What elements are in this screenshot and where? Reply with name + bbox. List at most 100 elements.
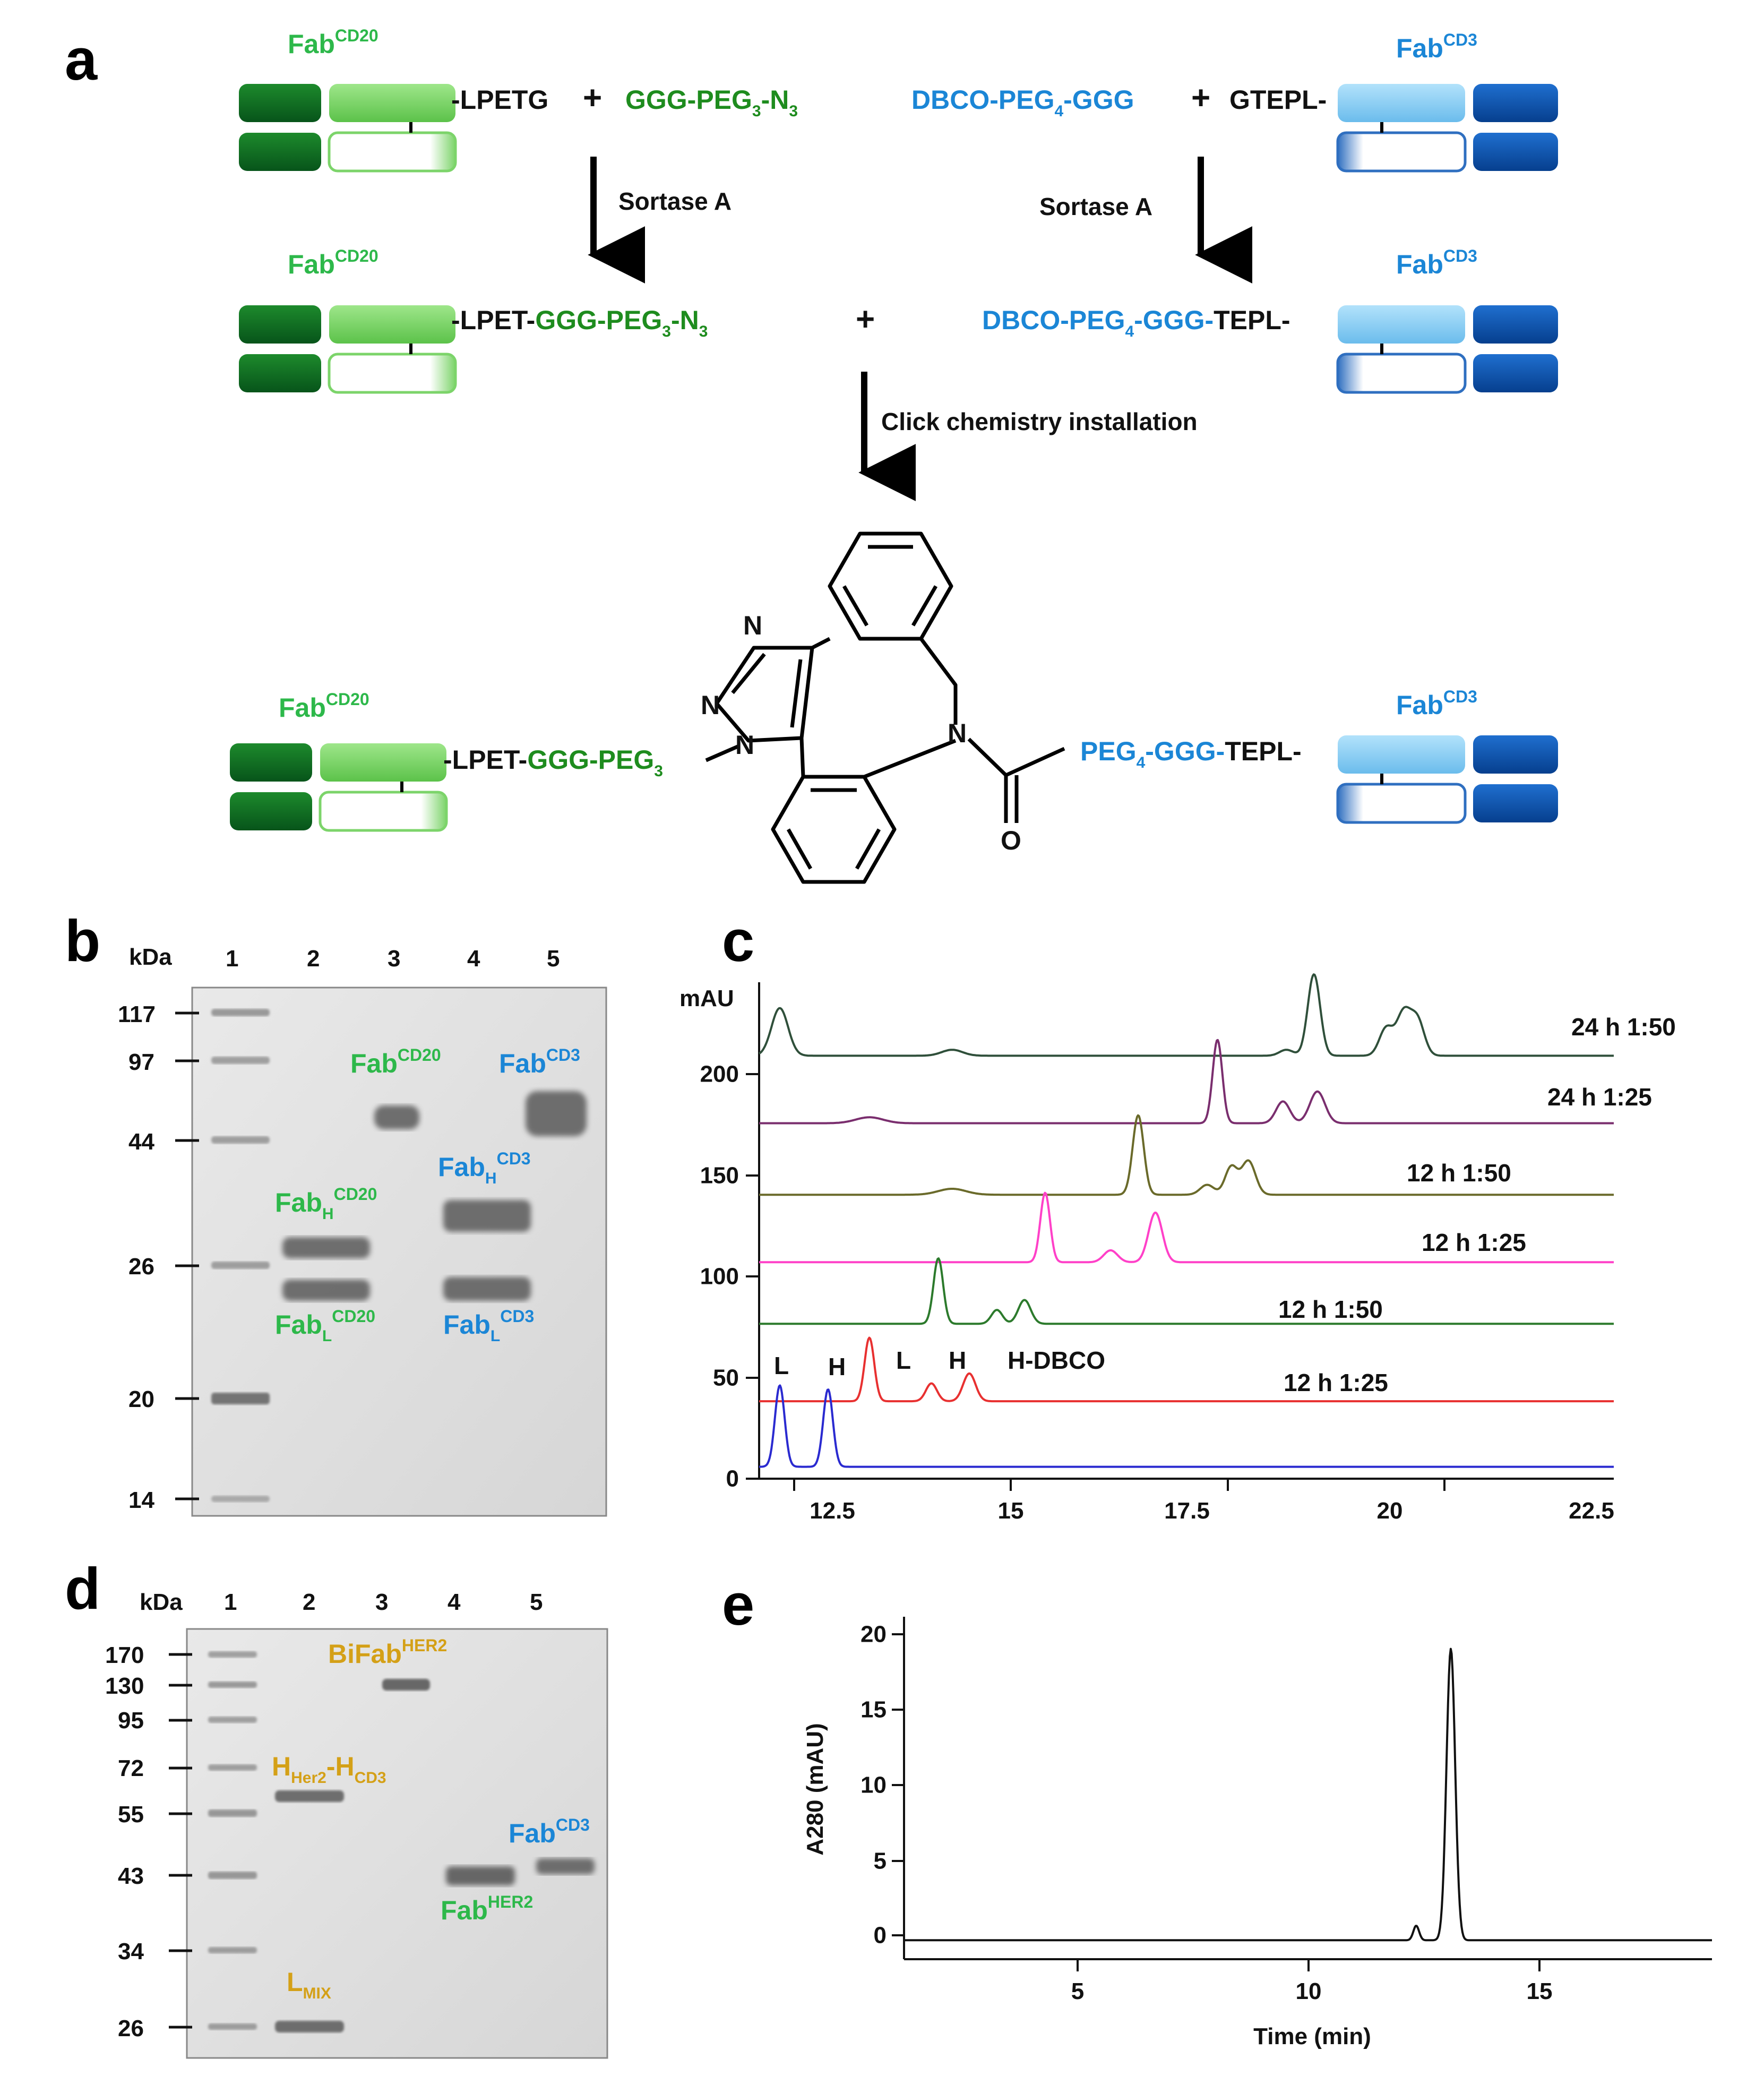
gel-d-marker-170: 170 bbox=[105, 1642, 144, 1668]
chart-e-ytick-10: 10 bbox=[861, 1772, 887, 1798]
gel-b-bands bbox=[211, 1009, 587, 1502]
gel-d-marker-55: 55 bbox=[118, 1802, 144, 1828]
chromatogram-trace-2 bbox=[759, 1039, 1614, 1125]
chart-c-peak-label-hdbco: H-DBCO bbox=[1008, 1346, 1105, 1374]
gel-b-lane-1: 1 bbox=[226, 946, 238, 972]
top-benzene-ring bbox=[828, 531, 953, 641]
fab-cd3-title-1: FabCD3 bbox=[1396, 30, 1477, 63]
gel-b-markers: 117 97 44 26 20 14 bbox=[118, 1001, 156, 1513]
plus-3: + bbox=[856, 301, 875, 338]
dbco-peg4-ggg-label: DBCO-PEG4-GGG bbox=[911, 85, 1134, 120]
lpetg-label: -LPETG bbox=[451, 85, 548, 115]
atom-n-2: N bbox=[701, 690, 720, 720]
gel-b-marker-14: 14 bbox=[128, 1487, 154, 1513]
gel-b-label-fabh-cd3: FabHCD3 bbox=[438, 1149, 531, 1187]
atom-n-4: N bbox=[948, 718, 967, 748]
chart-c-peak-labels: L H L H H-DBCO bbox=[774, 1346, 1105, 1380]
gel-b-label-fab-cd20: FabCD20 bbox=[350, 1045, 441, 1078]
gel-b-marker-97: 97 bbox=[128, 1049, 154, 1075]
atom-o: O bbox=[1001, 826, 1021, 855]
chart-c-xtick-17.5: 17.5 bbox=[1164, 1498, 1210, 1524]
chart-e-ytick-15: 15 bbox=[861, 1697, 887, 1723]
ggg-peg3-n3-label: GGG-PEG3-N3 bbox=[625, 85, 798, 120]
gel-b-image bbox=[191, 987, 607, 1517]
gel-b-marker-117: 117 bbox=[118, 1001, 156, 1027]
gel-d-lane-3: 3 bbox=[375, 1589, 388, 1615]
chart-e-xtick-10: 10 bbox=[1296, 1978, 1322, 2004]
gel-b-marker-26: 26 bbox=[128, 1254, 154, 1280]
lpet-ggg-peg3-n3-label: -LPET-GGG-PEG3-N3 bbox=[451, 305, 708, 340]
gel-b-lane-2: 2 bbox=[307, 946, 320, 972]
gel-b-label-fabh-cd20: FabHCD20 bbox=[275, 1185, 377, 1223]
fab-cd3-glyph-3 bbox=[1338, 735, 1558, 822]
triazole-ring bbox=[715, 646, 814, 743]
gel-d-unit: kDa bbox=[140, 1589, 183, 1615]
gel-d-marker-72: 72 bbox=[118, 1755, 144, 1781]
chromatogram-trace-3 bbox=[759, 1114, 1614, 1196]
chart-c-traces bbox=[758, 973, 1614, 1468]
gel-b-label-fabl-cd20: FabLCD20 bbox=[275, 1307, 375, 1345]
gel-d-label-bifab-her2: BiFabHER2 bbox=[328, 1636, 447, 1669]
chart-e-yticks: 0 5 10 15 20 bbox=[861, 1622, 887, 1949]
fab-cd3-glyph-2 bbox=[1338, 305, 1558, 392]
panel-label-a: a bbox=[65, 27, 98, 92]
scheme: FabCD20 -LPETG + GGG-PEG3-N3 DBCO-PEG4-G… bbox=[230, 26, 1558, 884]
chromatogram-trace-4 bbox=[759, 1191, 1614, 1264]
sortase-label-left: Sortase A bbox=[618, 187, 732, 215]
chromatogram-trace-6 bbox=[759, 1336, 1614, 1403]
panel-label-c: c bbox=[722, 908, 754, 974]
chart-e-xtick-5: 5 bbox=[1071, 1978, 1084, 2004]
gel-d-bands bbox=[208, 1651, 595, 2032]
chart-c-trace-label-4: 12 h 1:25 bbox=[1422, 1229, 1526, 1256]
chromatogram-trace-5 bbox=[759, 1257, 1614, 1325]
chart-e-xtick-15: 15 bbox=[1527, 1978, 1553, 2004]
panel-label-d: d bbox=[65, 1556, 100, 1622]
fab-cd20-glyph-1 bbox=[239, 84, 455, 171]
chromatogram-trace-1 bbox=[903, 1648, 1713, 1942]
gel-d-marker-34: 34 bbox=[118, 1938, 144, 1965]
chart-c-trace-labels: 24 h 1:50 24 h 1:25 12 h 1:50 12 h 1:25 … bbox=[1278, 1013, 1676, 1396]
sortase-label-right: Sortase A bbox=[1039, 193, 1152, 220]
chart-c: mAU 0 50 100 150 200 12.5 15 17.5 20 22.… bbox=[679, 973, 1676, 1524]
gtepl-label: GTEPL- bbox=[1229, 85, 1327, 115]
gel-d-lane-1: 1 bbox=[224, 1589, 237, 1615]
gel-b-lane-3: 3 bbox=[388, 946, 400, 972]
gel-d-markers: 170 130 95 72 55 43 34 26 bbox=[105, 1642, 144, 2041]
gel-b-unit: kDa bbox=[129, 944, 172, 970]
chart-e-ylabel: A280 (mAU) bbox=[802, 1723, 828, 1855]
chart-c-peak-label-l1: L bbox=[774, 1352, 789, 1379]
panel-label-e: e bbox=[722, 1572, 754, 1637]
fab-cd20-glyph-3 bbox=[230, 743, 446, 830]
lpet-ggg-peg3-label: -LPET-GGG-PEG3 bbox=[443, 745, 663, 780]
chart-c-ytick-200: 200 bbox=[700, 1061, 739, 1087]
fab-cd3-title-2: FabCD3 bbox=[1396, 246, 1477, 279]
chart-c-ylabel: mAU bbox=[679, 985, 734, 1011]
gel-d-label-lmix: LMIX bbox=[287, 1967, 331, 2002]
gel-b-label-fab-cd3: FabCD3 bbox=[499, 1045, 580, 1078]
gel-d-marker-95: 95 bbox=[118, 1708, 144, 1734]
gel-b-label-fabl-cd3: FabLCD3 bbox=[443, 1307, 534, 1345]
gel-d-image bbox=[186, 1628, 608, 2059]
chart-c-xticks: 12.5 15 17.5 20 22.5 bbox=[810, 1498, 1614, 1524]
chemical-structure bbox=[705, 531, 1065, 884]
chart-e-ytick-5: 5 bbox=[874, 1848, 887, 1874]
chart-e-traces bbox=[903, 1648, 1713, 1942]
gel-b-lane-5: 5 bbox=[547, 946, 560, 972]
gel-d: kDa 1 2 3 4 5 170 130 95 72 55 43 34 26 bbox=[105, 1589, 608, 2059]
chart-e-xlabel: Time (min) bbox=[1253, 2023, 1371, 2049]
gel-d-lane-2: 2 bbox=[303, 1589, 315, 1615]
chart-c-trace-label-6: 12 h 1:25 bbox=[1284, 1369, 1388, 1396]
chart-e-xticks: 5 10 15 bbox=[1071, 1978, 1553, 2004]
fab-cd20-glyph-2 bbox=[239, 305, 455, 392]
chart-c-ytick-0: 0 bbox=[726, 1466, 739, 1492]
fab-cd20-title-1: FabCD20 bbox=[288, 26, 378, 59]
gel-d-marker-43: 43 bbox=[118, 1863, 144, 1889]
dbco-peg4-ggg-tepl-label: DBCO-PEG4-GGG-TEPL- bbox=[982, 305, 1290, 340]
bottom-benzene-ring bbox=[771, 775, 897, 884]
chart-c-trace-label-2: 24 h 1:25 bbox=[1547, 1083, 1652, 1111]
chart-c-ytick-150: 150 bbox=[700, 1163, 739, 1189]
chart-c-xtick-12.5: 12.5 bbox=[810, 1498, 855, 1524]
chart-c-yticks: 0 50 100 150 200 bbox=[700, 1061, 739, 1492]
atom-n-1: N bbox=[743, 611, 762, 640]
